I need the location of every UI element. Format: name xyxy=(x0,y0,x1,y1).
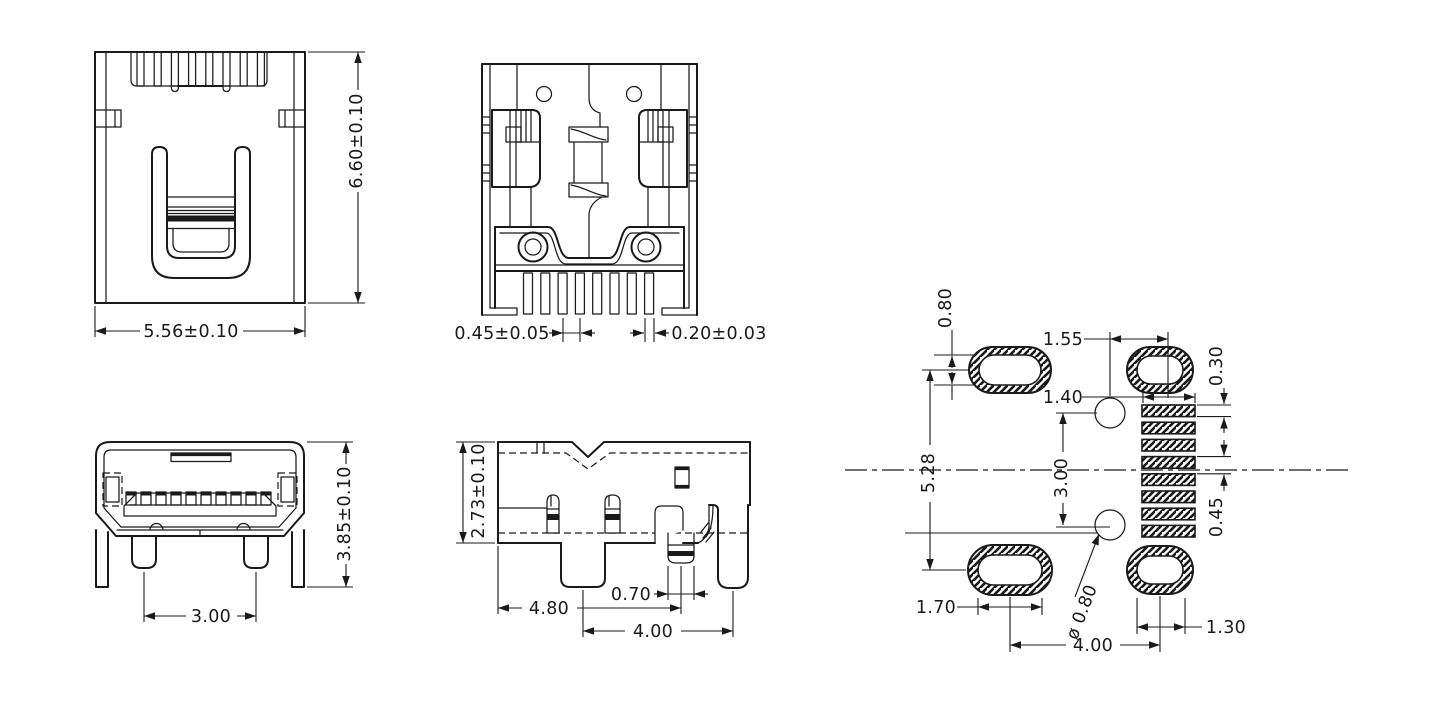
dim-hole-spacing: 3.00 xyxy=(1052,412,1110,528)
shell-fin-lines xyxy=(481,116,698,182)
slot-pad-top-left xyxy=(968,346,1052,394)
slot-pad-top-right xyxy=(1126,346,1194,394)
pcb-footprint-view: 0.80 5.28 1.55 1.40 xyxy=(845,288,1352,656)
spring-block-right xyxy=(638,109,688,228)
side-contact-foot xyxy=(654,504,715,564)
dim-slot-spacing-label: 4.00 xyxy=(1073,636,1113,656)
dim-front-spacing: 3.00 xyxy=(143,572,257,627)
dim-slot-inner-height-label: 0.80 xyxy=(936,288,956,328)
dim-pin-pitch: 0.45±0.05 xyxy=(454,318,595,344)
dim-slot-row-spacing: 5.28 xyxy=(919,369,968,571)
side-spring-fingers xyxy=(546,494,621,534)
front-bottom-features xyxy=(95,522,305,588)
eyelet-right xyxy=(630,231,662,263)
dim-pad-height-label: 0.30 xyxy=(1207,346,1227,386)
solder-pins xyxy=(522,272,655,315)
latch-windows xyxy=(102,472,298,507)
dim-rear-width: 5.56±0.10 xyxy=(94,306,306,342)
side-view: 2.73±0.10 4.80 0.70 4.00 xyxy=(456,441,751,642)
slot-pad-bottom-right xyxy=(1126,545,1194,595)
dim-hole-to-pad-label: 1.55 xyxy=(1043,330,1083,350)
eyelet-left xyxy=(517,231,549,263)
rivet-hole-left xyxy=(535,85,553,103)
dim-pad-pitch-label: 0.45 xyxy=(1207,497,1227,537)
through-hole-bottom xyxy=(1094,509,1126,541)
mount-bracket xyxy=(481,226,698,316)
dim-front-height-label: 3.85±0.10 xyxy=(335,466,355,561)
central-latch xyxy=(568,63,609,259)
dim-pad-pitch: 0.45 xyxy=(1197,440,1231,537)
rivet-hole-right xyxy=(625,85,643,103)
dim-slot-inner-width-right-label: 1.30 xyxy=(1206,618,1246,638)
rear-contact-teeth xyxy=(136,51,266,93)
dim-side-body-width-label: 4.80 xyxy=(529,599,569,619)
dim-pad-width: 1.40 xyxy=(1043,388,1196,408)
shell-dimple xyxy=(170,452,232,463)
dim-hole-spacing-label: 3.00 xyxy=(1052,458,1072,498)
top-view: 0.45±0.05 0.20±0.03 xyxy=(454,63,766,344)
dim-slot-inner-width-left: 1.70 xyxy=(916,598,1043,618)
dim-pin-thickness: 0.20±0.03 xyxy=(630,318,766,344)
slot-pad-bottom-left xyxy=(967,544,1053,596)
through-hole-top xyxy=(1094,397,1126,429)
dim-slot-row-spacing-label: 5.28 xyxy=(919,453,939,493)
rear-latch-spring xyxy=(151,146,251,279)
dim-slot-spacing: 4.00 xyxy=(1009,596,1161,656)
dim-side-leg-spacing: 4.00 xyxy=(582,590,734,642)
rear-side-tabs xyxy=(94,109,306,128)
dim-side-height-label: 2.73±0.10 xyxy=(469,443,489,538)
dim-hole-to-pad: 1.55 xyxy=(1043,330,1169,398)
dim-side-pin-width-label: 0.70 xyxy=(611,585,651,605)
dim-rear-width-label: 5.56±0.10 xyxy=(143,322,238,342)
side-leg-right xyxy=(708,504,751,589)
dim-slot-inner-height: 0.80 xyxy=(934,288,976,400)
side-leg-left xyxy=(560,542,606,588)
dim-pad-width-label: 1.40 xyxy=(1043,388,1083,408)
dim-pin-thickness-label: 0.20±0.03 xyxy=(671,324,766,344)
dim-pad-height: 0.30 xyxy=(1197,346,1231,433)
dim-side-height: 2.73±0.10 xyxy=(456,441,495,544)
dim-slot-inner-width-left-label: 1.70 xyxy=(916,598,956,618)
dim-side-leg-spacing-label: 4.00 xyxy=(633,622,673,642)
dim-side-pin-width: 0.70 xyxy=(611,566,708,605)
dim-rear-height: 6.60±0.10 xyxy=(308,51,367,304)
dim-front-spacing-label: 3.00 xyxy=(191,607,231,627)
front-view: 3.00 3.85±0.10 xyxy=(95,441,355,627)
dim-slot-inner-width-right: 1.30 xyxy=(1136,598,1246,638)
smd-pad-column xyxy=(1141,404,1196,538)
dim-pin-pitch-label: 0.45±0.05 xyxy=(454,324,549,344)
dim-front-height: 3.85±0.10 xyxy=(307,441,355,588)
side-contact-window xyxy=(674,466,690,489)
spring-block-left xyxy=(491,109,541,228)
dim-rear-height-label: 6.60±0.10 xyxy=(347,93,367,188)
front-contacts xyxy=(125,491,272,506)
rear-view: 5.56±0.10 6.60±0.10 xyxy=(94,51,367,342)
dim-side-body-width: 4.80 xyxy=(497,546,682,619)
contact-tongue xyxy=(123,491,277,517)
